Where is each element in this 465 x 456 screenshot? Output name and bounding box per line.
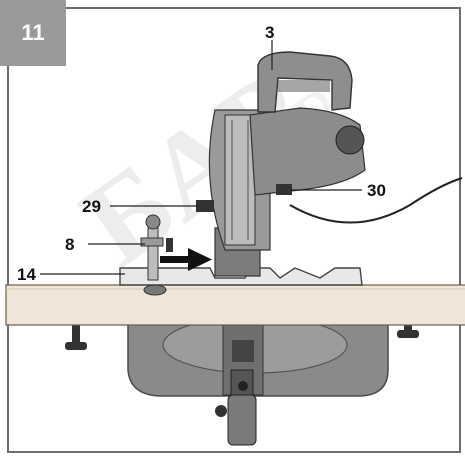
saw-base xyxy=(127,309,389,446)
callout-8: 8 xyxy=(65,235,75,254)
callout-29: 29 xyxy=(82,197,101,216)
callout-14: 14 xyxy=(17,265,36,284)
callout-leaders xyxy=(40,40,362,275)
workpiece-board xyxy=(5,284,465,326)
saw-head xyxy=(196,51,463,277)
figure-number-badge: 11 xyxy=(0,0,66,66)
saw-fence xyxy=(119,267,363,286)
direction-arrow xyxy=(160,248,212,271)
callout-3: 3 xyxy=(265,23,275,42)
material-clamp xyxy=(140,214,173,296)
callout-30: 30 xyxy=(367,181,386,200)
